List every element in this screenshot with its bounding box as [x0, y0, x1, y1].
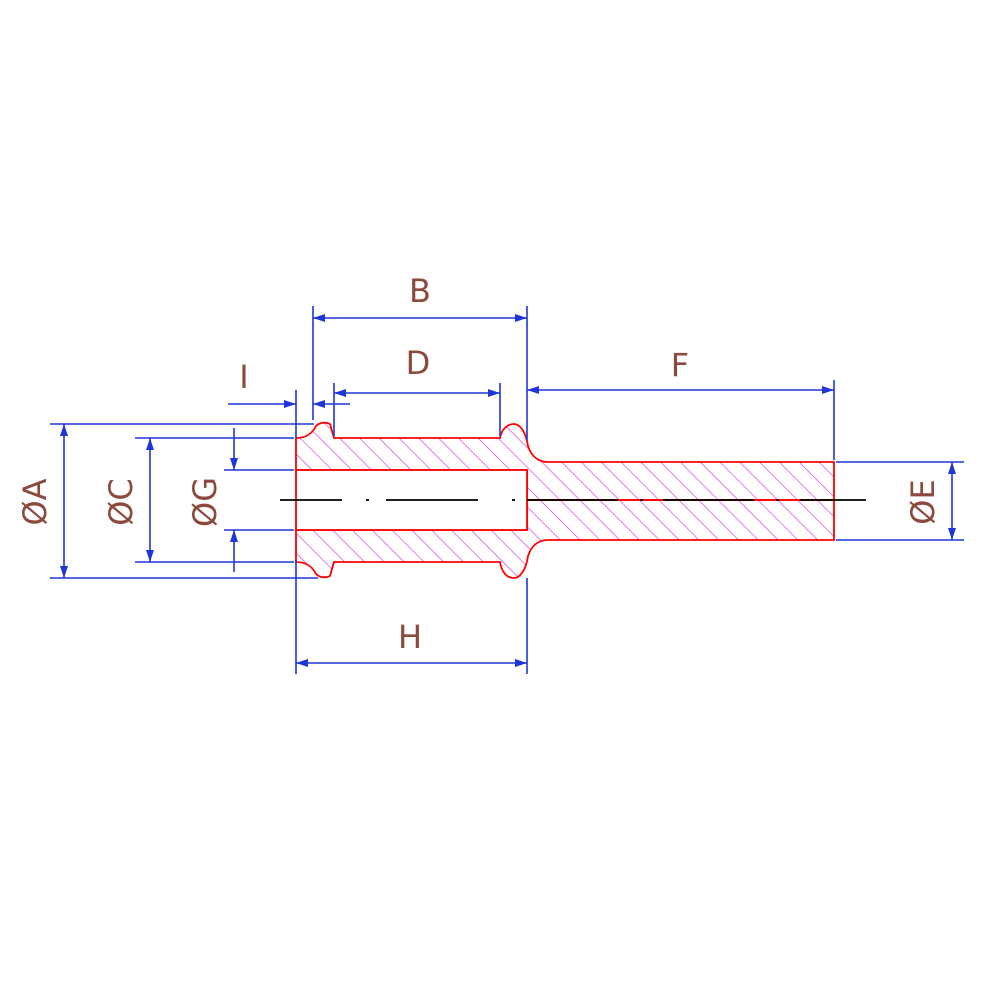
label-B: B [409, 272, 431, 310]
label-H: H [398, 618, 422, 656]
part-section-upper-body [295, 421, 835, 501]
label-dia-G: ØG [186, 477, 224, 527]
label-F: F [671, 346, 689, 384]
label-D: D [406, 344, 431, 382]
part-section-lower-body [295, 499, 835, 579]
label-dia-C: ØC [102, 478, 140, 526]
label-dia-E: ØE [904, 479, 942, 524]
label-I: I [239, 358, 248, 396]
dimension-lines [60, 314, 956, 667]
label-dia-A: ØA [16, 478, 54, 525]
